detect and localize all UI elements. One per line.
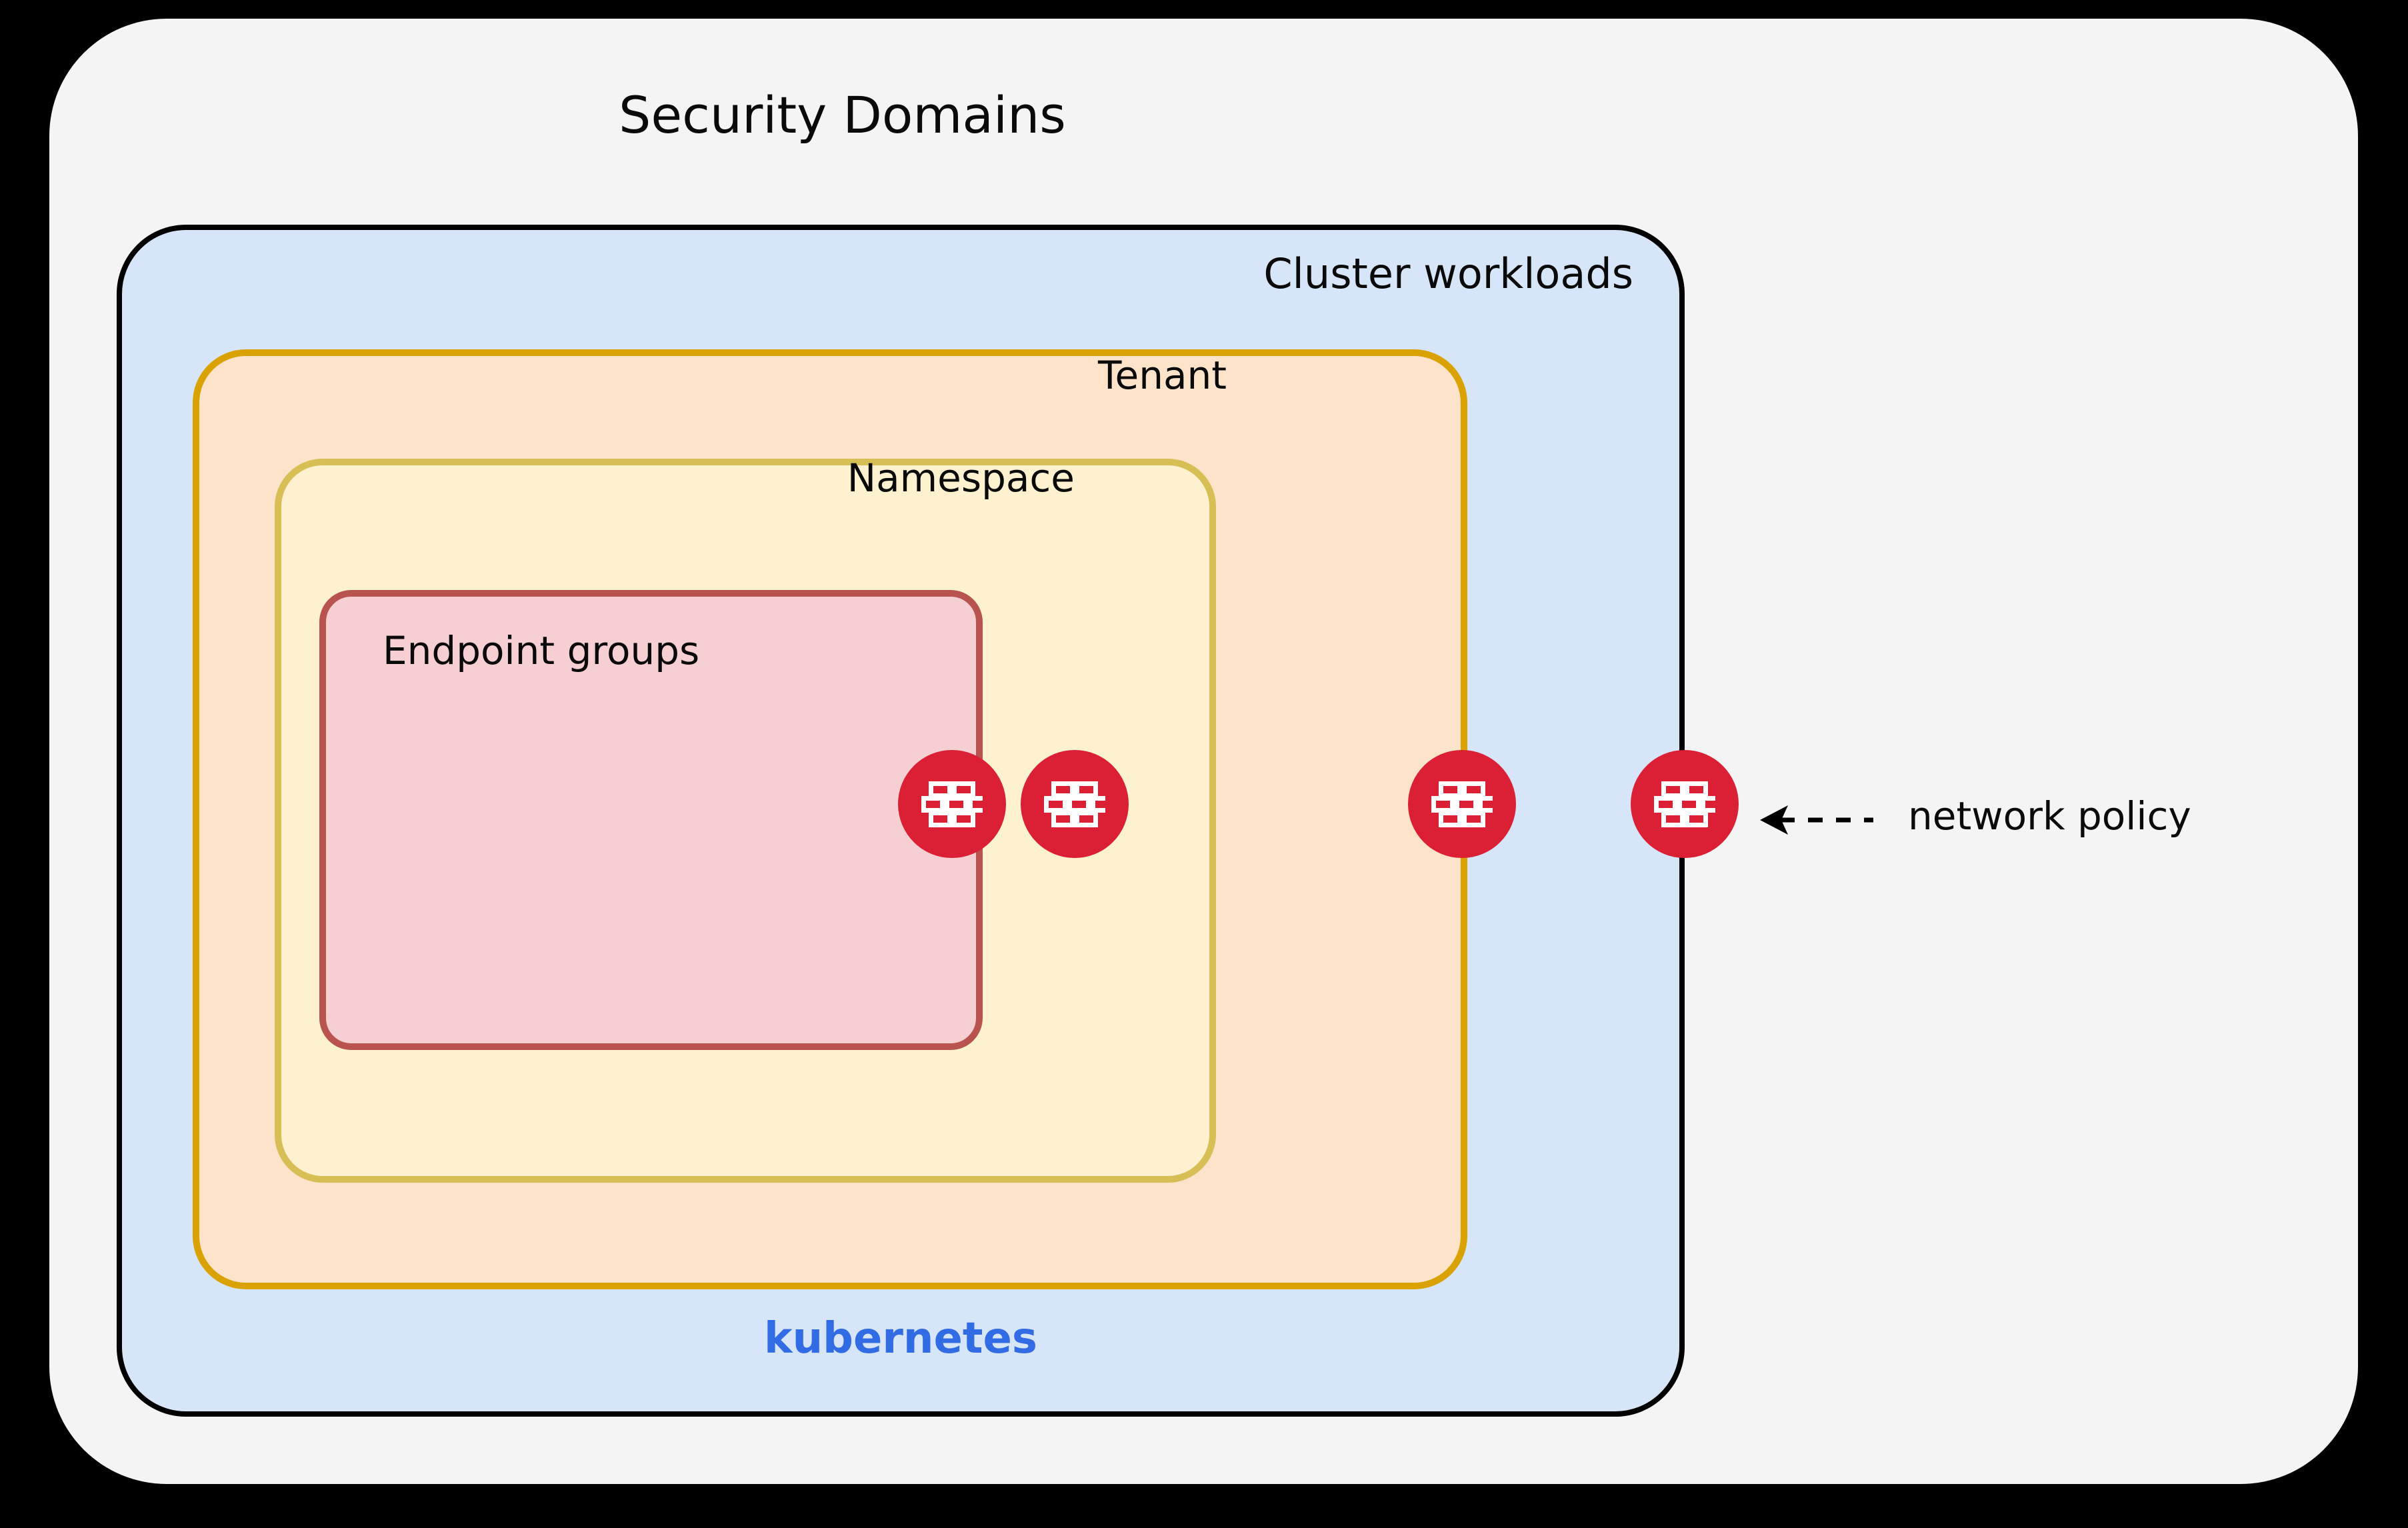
network-policy-label: network policy (1908, 793, 2191, 839)
layer-label-namespace: Namespace (847, 455, 1075, 501)
firewall-icon-cluster (1631, 750, 1739, 858)
layer-endpoint-groups (319, 590, 983, 1050)
layer-label-endpoint-groups: Endpoint groups (383, 628, 700, 673)
page-title: Security Domains (619, 85, 1066, 145)
firewall-icon-namespace (1021, 750, 1129, 858)
kubernetes-label: kubernetes (764, 1314, 1037, 1363)
layer-label-cluster-workloads: Cluster workloads (1263, 249, 1633, 298)
firewall-icon-endpoint-groups (898, 750, 1006, 858)
network-policy-arrow-icon (1753, 787, 1887, 853)
firewall-icon-tenant (1408, 750, 1516, 858)
layer-label-tenant: Tenant (1097, 353, 1227, 398)
